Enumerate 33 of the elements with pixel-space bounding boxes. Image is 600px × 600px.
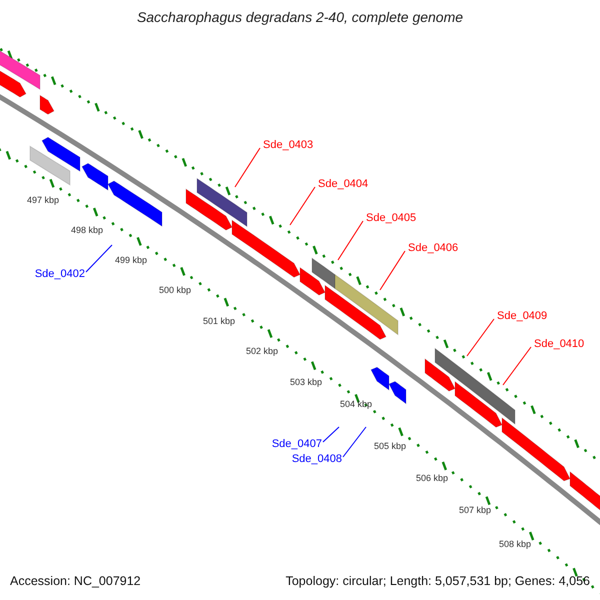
gene-label: Sde_0410	[534, 337, 584, 351]
leader-line	[502, 346, 532, 386]
leader-line	[234, 148, 260, 188]
position-label: 498 kbp	[71, 225, 104, 236]
leader-line	[322, 426, 340, 442]
position-label: 502 kbp	[246, 346, 278, 357]
position-label: 505 kbp	[374, 441, 406, 452]
position-label: 501 kbp	[203, 316, 236, 327]
position-label: 499 kbp	[115, 255, 148, 266]
position-label: 506 kbp	[416, 473, 448, 484]
gene-label: Sde_0405	[366, 211, 416, 225]
gene-label: Sde_0409	[497, 309, 548, 323]
gene-label: Sde_0408	[292, 452, 342, 466]
position-label: 507 kbp	[459, 505, 492, 516]
gene-label: Sde_0404	[318, 177, 368, 191]
gene-label: Sde_0406	[408, 241, 458, 255]
position-label: 497 kbp	[27, 195, 60, 206]
leader-line	[338, 220, 364, 260]
position-label: 503 kbp	[290, 377, 322, 388]
leader-line	[466, 318, 494, 356]
leader-line	[290, 186, 316, 226]
genome-info-text: Topology: circular; Length: 5,057,531 bp; Genes: 4,056	[286, 574, 590, 589]
position-label: 500 kbp	[159, 285, 192, 296]
leader-line	[342, 426, 366, 458]
gene-label: Sde_0407	[272, 437, 322, 451]
diagram-title: Saccharophagus degradans 2-40, complete genome	[136, 9, 464, 25]
leader-line	[86, 244, 112, 272]
leader-line	[380, 250, 406, 290]
genome-info-text: Accession: NC_007912	[10, 574, 141, 589]
position-label: 504 kbp	[340, 399, 372, 410]
gene-label: Sde_0403	[263, 138, 314, 152]
position-label: 508 kbp	[499, 539, 532, 550]
gene-label: Sde_0402	[34, 267, 85, 281]
